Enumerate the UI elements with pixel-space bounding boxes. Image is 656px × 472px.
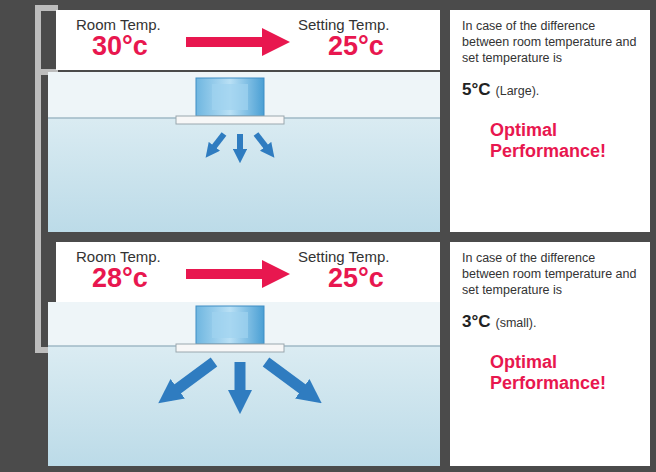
room-illustration bbox=[48, 302, 440, 466]
performance-note: Optimal Performance! bbox=[490, 352, 610, 393]
room-temp-value: 30°c bbox=[92, 30, 148, 62]
difference-size: (small). bbox=[496, 316, 537, 331]
setting-temp-value: 25°c bbox=[328, 30, 384, 62]
room-illustration bbox=[48, 72, 440, 232]
room-temp-value: 28°c bbox=[92, 262, 148, 294]
difference-size: (Large). bbox=[496, 84, 540, 99]
performance-note: Optimal Performance! bbox=[490, 120, 610, 161]
difference-value: 3°C bbox=[462, 312, 491, 332]
note-box: In case of the difference between room t… bbox=[450, 242, 650, 466]
note-box: In case of the difference between room t… bbox=[450, 10, 650, 232]
note-text: In case of the difference between room t… bbox=[462, 18, 638, 66]
difference-value: 5°C bbox=[462, 80, 491, 100]
note-text: In case of the difference between room t… bbox=[462, 250, 638, 298]
setting-temp-value: 25°c bbox=[328, 262, 384, 294]
